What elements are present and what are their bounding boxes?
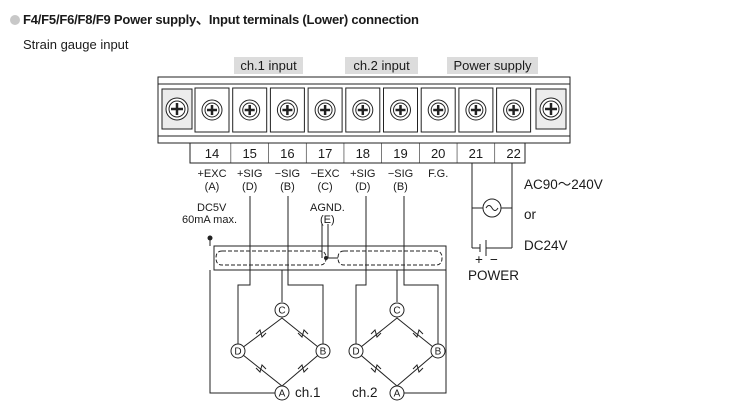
diagram-subheading: Strain gauge input (23, 37, 129, 52)
terminal-signal: −SIG (275, 168, 300, 180)
group-header-1: ch.1 input (240, 58, 297, 73)
bridge-node-label: C (393, 306, 400, 317)
end-screw-icon (165, 97, 189, 121)
power-ac-label: AC90〜240V (524, 177, 603, 192)
terminal-signal: −EXC (311, 168, 340, 180)
terminal-screw-icon (352, 99, 374, 121)
terminal-number: 21 (469, 146, 483, 161)
power-minus: − (490, 252, 498, 267)
bridge-node-right (315, 343, 331, 359)
bridge-node-label: B (435, 347, 442, 358)
terminal-screw-icon (201, 99, 223, 121)
bridge-node-label: C (278, 306, 285, 317)
power-or-label: or (524, 207, 537, 222)
bridge-ch2-label: ch.2 (352, 385, 378, 400)
agnd-label: AGND. (310, 202, 345, 214)
shielded-cable (213, 245, 447, 271)
bridge-node-top (389, 302, 405, 318)
terminal-screw-icon (239, 99, 261, 121)
terminal-screw-icon (390, 99, 411, 121)
terminal-number: 22 (506, 146, 520, 161)
terminal-screw-icon (276, 99, 298, 121)
terminal-screws (165, 87, 563, 163)
group-header-2: ch.2 input (353, 58, 410, 73)
bridge-node-label: A (279, 389, 286, 400)
diagram-heading: F4/F5/F6/F8/F9 Power supply、Input termin… (10, 9, 419, 28)
bridge-ch1-label: ch.1 (295, 385, 321, 400)
bridge-node-label: D (234, 347, 241, 358)
bridge-nodes: C D B A C D B A (230, 302, 446, 401)
bridge-node-top (274, 302, 290, 318)
power-dc-label: DC24V (524, 238, 568, 253)
bridge-node-label: B (320, 347, 327, 358)
terminal-number: 19 (393, 146, 407, 161)
terminal-code: (D) (242, 181, 257, 193)
terminal-number: 20 (431, 146, 445, 161)
terminal-screw-icon (314, 99, 336, 121)
terminal-number: 14 (205, 146, 219, 161)
bridge-node-bottom (389, 385, 405, 401)
exc-current-label: 60mA max. (182, 214, 237, 226)
terminal-screw-icon (503, 99, 525, 121)
bridge-node-label: D (352, 347, 359, 358)
bridge-node-left (348, 343, 364, 359)
terminal-code: (B) (393, 181, 408, 193)
bullet-icon (10, 15, 20, 25)
bridge-node-left (230, 343, 246, 359)
power-plus: + (475, 252, 483, 267)
junction-dot (207, 235, 213, 241)
terminal-signal: +SIG (350, 168, 375, 180)
terminal-code: (D) (355, 181, 370, 193)
agnd-code: (E) (320, 214, 335, 226)
terminal-code: (B) (280, 181, 295, 193)
terminal-number: 16 (280, 146, 294, 161)
terminal-code: (A) (205, 181, 220, 193)
group-header-box (234, 57, 303, 74)
junction-dot (324, 256, 328, 260)
terminal-signal: +EXC (197, 168, 226, 180)
exc-voltage-label: DC5V (197, 202, 227, 214)
terminal-number: 17 (318, 146, 332, 161)
bridge-node-bottom (274, 385, 290, 401)
terminal-code: (C) (317, 181, 332, 193)
group-headers: ch.1 input ch.2 input Power supply (234, 57, 538, 74)
terminal-signal: F.G. (428, 168, 448, 180)
terminal-signal: −SIG (388, 168, 413, 180)
terminal-screw-icon (465, 99, 487, 121)
terminal-number: 18 (356, 146, 370, 161)
group-header-box (345, 57, 418, 74)
group-header-3: Power supply (453, 58, 532, 73)
bridge-resistors (255, 329, 424, 373)
terminal-screw-icon (427, 99, 449, 121)
end-screw-icon (539, 97, 563, 121)
bridge-node-label: A (394, 389, 401, 400)
terminal-labels: 14+EXC(A)15+SIG(D)16−SIG(B)17−EXC(C)18+S… (197, 146, 520, 193)
bridge-node-right (430, 343, 446, 359)
terminal-number: 15 (242, 146, 256, 161)
wires (209, 163, 513, 394)
heading-text: F4/F5/F6/F8/F9 Power supply、Input termin… (23, 12, 419, 27)
terminal-signal: +SIG (237, 168, 262, 180)
power-label: POWER (468, 268, 519, 283)
group-header-box (447, 57, 538, 74)
